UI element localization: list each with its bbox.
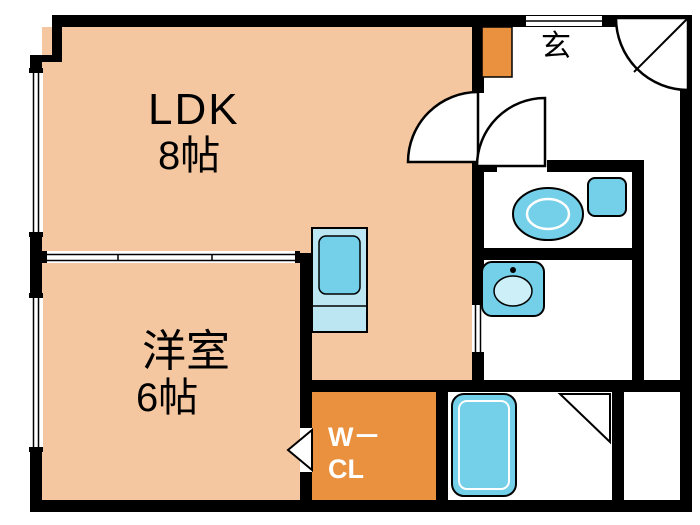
wall-hall-left xyxy=(472,160,484,305)
wall-closet-right xyxy=(436,392,448,502)
shoe-cabinet-icon xyxy=(481,26,513,78)
wall-western-right-lower xyxy=(300,472,312,502)
toilet-door-swing-arc-icon xyxy=(475,96,547,168)
sliding-partition-icon xyxy=(42,251,300,263)
wall-outer-left-middle xyxy=(30,235,42,295)
bathtub-icon xyxy=(451,393,517,497)
toilet-icon xyxy=(512,177,627,241)
western-room-size: 6帖 xyxy=(136,376,199,420)
wall-washroom-right xyxy=(632,248,644,392)
western-room-label: 洋室 xyxy=(142,327,230,376)
wall-western-right-upper xyxy=(300,253,312,428)
wall-corner-step-vertical xyxy=(52,15,62,62)
wall-toilet-washroom-divider xyxy=(484,248,644,260)
walkin-closet-label-line1: W－ xyxy=(328,422,381,452)
wall-corner-step-horizontal xyxy=(30,55,62,62)
wall-outer-left-lower xyxy=(30,450,42,512)
western-room-floor xyxy=(42,263,300,502)
wall-closet-top xyxy=(300,380,436,392)
window-left-lower-icon xyxy=(29,293,43,452)
entrance-label: 玄 xyxy=(541,30,571,63)
kitchen-counter-icon xyxy=(311,227,368,333)
washbasin-icon xyxy=(481,261,545,317)
wall-outer-bottom xyxy=(30,500,692,512)
wall-entrance-left xyxy=(472,15,484,93)
ldk-door-swing-arc-icon xyxy=(406,90,480,164)
front-door-swing-arc-icon xyxy=(614,16,690,92)
window-left-upper-icon xyxy=(29,68,43,237)
closet-door-triangle-icon xyxy=(286,427,313,473)
wall-toilet-top-right xyxy=(547,160,644,172)
wall-bathroom-top xyxy=(436,380,692,392)
walkin-closet-floor xyxy=(312,392,436,502)
window-entrance-top-icon xyxy=(522,16,606,26)
wall-bathroom-right xyxy=(612,392,624,500)
wall-toilet-right xyxy=(632,160,644,260)
walkin-closet-label-line2: CL xyxy=(328,454,364,484)
washroom-door-icon xyxy=(472,305,484,352)
bathroom-door-triangle-icon xyxy=(557,393,611,445)
ldk-room-size: 8帖 xyxy=(158,134,221,178)
ldk-room-label: LDK xyxy=(148,85,240,134)
